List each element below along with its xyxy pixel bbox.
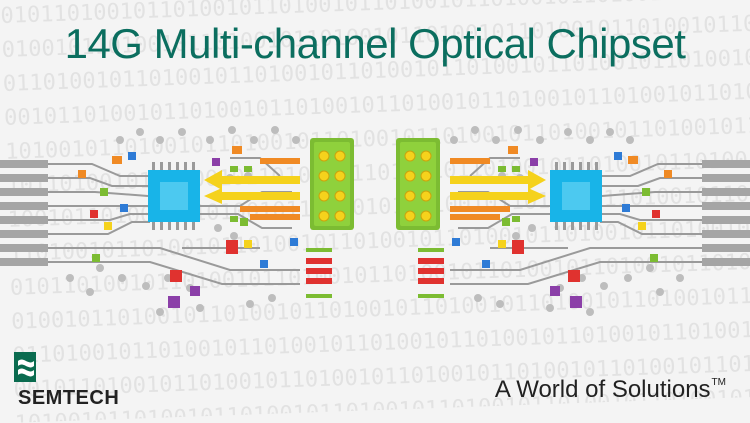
- semtech-logo: SEMTECH: [14, 352, 144, 412]
- circuit-illustration: [0, 125, 750, 317]
- semtech-s-wave-icon: [14, 352, 36, 382]
- trademark-mark: TM: [711, 377, 726, 388]
- brand-tagline: A World of SolutionsTM: [495, 376, 726, 404]
- page-title: 14G Multi-channel Optical Chipset: [64, 20, 686, 67]
- brand-name: SEMTECH: [18, 387, 120, 409]
- tagline-text: A World of Solutions: [494, 376, 711, 403]
